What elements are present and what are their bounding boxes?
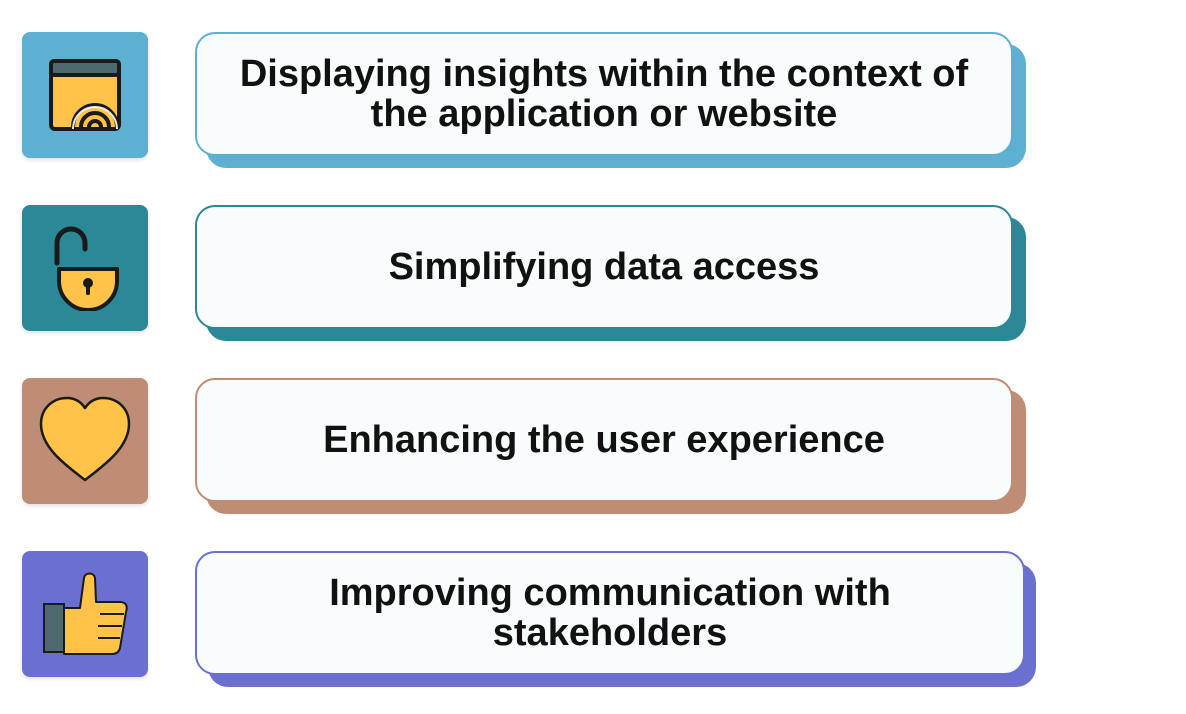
icon-tile-4 <box>22 551 148 677</box>
card-3-text: Enhancing the user experience <box>323 419 885 461</box>
card-1: Displaying insights within the context o… <box>195 32 1013 156</box>
card-1-text: Displaying insights within the context o… <box>239 53 969 135</box>
icon-tile-3 <box>22 378 148 504</box>
card-2: Simplifying data access <box>195 205 1013 329</box>
card-4-text: Improving communication with stakeholder… <box>329 572 891 654</box>
thumbs-up-icon <box>40 568 130 660</box>
card-3: Enhancing the user experience <box>195 378 1013 502</box>
card-4: Improving communication with stakeholder… <box>195 551 1025 675</box>
heart-icon <box>37 396 133 486</box>
unlocked-padlock-icon <box>45 225 125 311</box>
card-2-text: Simplifying data access <box>388 246 820 288</box>
browser-wifi-icon <box>47 57 123 133</box>
icon-tile-1 <box>22 32 148 158</box>
icon-tile-2 <box>22 205 148 331</box>
